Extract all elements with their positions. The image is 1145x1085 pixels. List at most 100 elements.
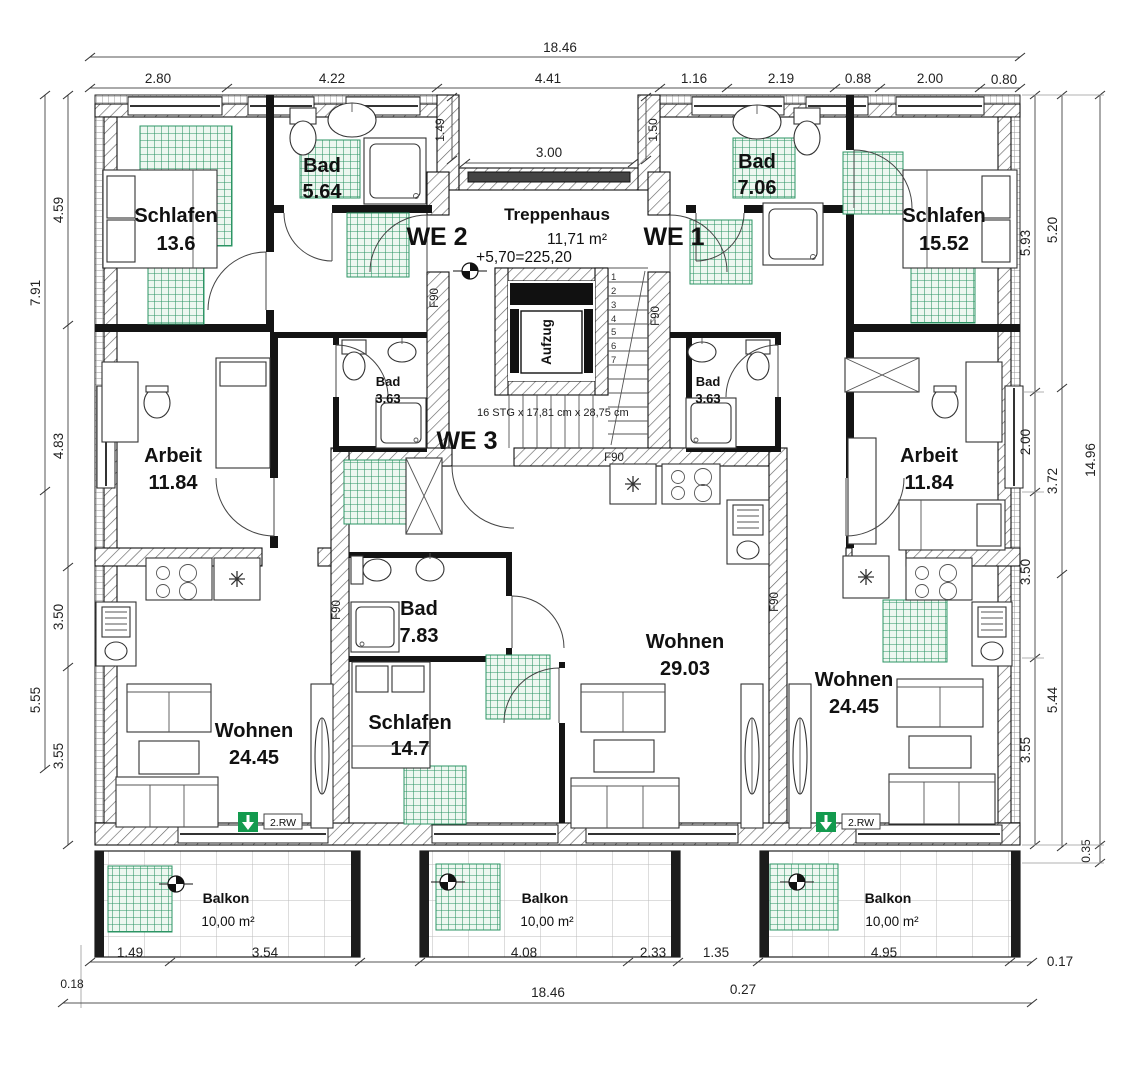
dim-entry-width: 3.00 <box>536 145 562 160</box>
room-label-schlafen-we2: Schlafen <box>134 205 217 227</box>
bath-we2-big <box>289 102 427 205</box>
bed-schlafen-we2 <box>102 169 218 269</box>
dim-top-seg: 2.00 <box>917 71 943 86</box>
dim-bottom-seg: 0.17 <box>1047 954 1073 969</box>
bath-we1-small <box>685 338 771 449</box>
wardrobe-we3 <box>405 457 443 535</box>
room-area-balkon-right: 10,00 m² <box>865 914 919 929</box>
level-treppenhaus: +5,70=225,20 <box>476 249 572 266</box>
dim-right-mid: 3.72 <box>1045 468 1060 494</box>
sofa-group-wohnen-we1 <box>888 678 996 825</box>
dim-left-inner: 4.83 <box>51 433 66 459</box>
room-area-wohnen-we1: 24.45 <box>829 696 879 718</box>
sofa-group-wohnen-we2 <box>115 683 219 828</box>
room-label-bad-klein-we1: Bad <box>696 374 721 389</box>
fire-rating-label: F90 <box>769 592 781 612</box>
dim-bottom-seg: 4.95 <box>871 945 897 960</box>
kitchen-we2 <box>95 557 261 667</box>
room-area-wohnen-we2: 24.45 <box>229 747 279 769</box>
rugs <box>107 125 976 933</box>
dim-top-total: 18.46 <box>543 40 577 55</box>
room-label-wohnen-we2: Wohnen <box>215 720 294 742</box>
room-area-arbeit-we2: 11.84 <box>149 472 199 494</box>
entry-door-band <box>467 171 631 183</box>
fire-rating-label: F90 <box>429 288 441 308</box>
stair-cut-line <box>610 270 646 446</box>
dim-right-total: 14.96 <box>1083 443 1098 477</box>
shelf-wohnen-we1 <box>788 683 812 829</box>
dim-top-seg: 2.80 <box>145 71 171 86</box>
room-label-bad-klein-we2: Bad <box>376 374 401 389</box>
room-label-bad-we3: Bad <box>400 598 438 620</box>
dim-left-outer: 7.91 <box>28 280 43 306</box>
unit-label-we1: WE 1 <box>643 223 704 251</box>
room-label-balkon-left: Balkon <box>203 890 250 906</box>
dim-top-seg: 4.41 <box>535 71 561 86</box>
room-label-treppenhaus: Treppenhaus <box>504 205 610 224</box>
bath-we3 <box>350 553 445 653</box>
dim-top-seg: 0.80 <box>991 72 1017 87</box>
dim-right-inner: 2.00 <box>1018 429 1033 455</box>
sofa-group-wohnen-we3 <box>570 683 680 829</box>
room-label-arbeit-we1: Arbeit <box>900 445 958 467</box>
unit-label-we3: WE 3 <box>436 427 497 455</box>
room-label-bad-we2: Bad <box>303 155 341 177</box>
room-area-wohnen-we3: 29.03 <box>660 658 710 680</box>
door-swings <box>207 149 913 724</box>
room-area-bad-we1: 7.06 <box>738 177 777 199</box>
bed-arbeit-we2 <box>215 357 271 469</box>
room-area-schlafen-we1: 15.52 <box>919 233 969 255</box>
dim-left-inner: 3.55 <box>51 743 66 769</box>
kitchen-we3 <box>609 463 770 565</box>
dim-offset-mid: 0.27 <box>730 982 756 997</box>
room-area-balkon-left: 10,00 m² <box>201 914 255 929</box>
shelf-wohnen-we2 <box>310 683 334 829</box>
room-area-arbeit-we1: 11.84 <box>905 472 955 494</box>
room-area-schlafen-we3: 14.7 <box>391 738 430 760</box>
escape-arrow-icon <box>814 810 838 834</box>
wardrobe-arbeit-we1 <box>844 357 920 393</box>
shelf-wohnen-we3 <box>740 683 764 829</box>
escape-arrow-icon <box>236 810 260 834</box>
stair-steps <box>608 267 648 435</box>
dimension-lines: 18.46 2.80 4.22 4.41 1.16 2.19 0.88 2.00… <box>28 40 1106 1008</box>
bath-fixtures <box>289 102 824 653</box>
dim-top-seg: 1.16 <box>681 71 707 86</box>
interior-walls <box>94 95 1021 824</box>
room-label-balkon-right: Balkon <box>865 890 912 906</box>
dim-offset-left: 0.18 <box>60 977 84 991</box>
step-number: 5 <box>611 327 616 338</box>
dim-bottom-seg: 3.54 <box>252 945 279 960</box>
dim-bottom-total: 18.46 <box>531 985 565 1000</box>
dim-left-outer: 5.55 <box>28 687 43 713</box>
dim-right-inner: 5.93 <box>1018 230 1033 256</box>
dim-right-inner: 3.55 <box>1018 737 1033 763</box>
dim-right-mid: 5.20 <box>1045 217 1060 243</box>
desk-arbeit-we2 <box>101 361 171 443</box>
dim-bottom-seg: 4.08 <box>511 945 537 960</box>
dim-entry-right: 1.50 <box>646 118 660 142</box>
dim-entry-left: 1.49 <box>433 118 447 142</box>
elevator: Aufzug <box>508 281 595 381</box>
room-label-schlafen-we3: Schlafen <box>368 712 451 734</box>
kitchen-we1 <box>842 555 1013 667</box>
room-area-bad-klein-we1: 3.63 <box>695 391 720 406</box>
step-number: 4 <box>611 314 616 325</box>
dim-right-bottom: 0.35 <box>1079 839 1093 863</box>
dim-top-seg: 4.22 <box>319 71 345 86</box>
bed-arbeit-we1 <box>898 499 1006 551</box>
fire-rating-label: F90 <box>604 452 624 464</box>
kitchen-fixtures <box>95 463 1013 667</box>
room-labels: Schlafen 13.6 Bad 5.64 WE 2 Treppenhaus … <box>134 151 985 929</box>
room-label-bad-we1: Bad <box>738 151 776 173</box>
dim-bottom-seg: 2.33 <box>640 945 666 960</box>
room-area-schlafen-we2: 13.6 <box>157 233 196 255</box>
dim-top-seg: 0.88 <box>845 71 871 86</box>
step-number: 7 <box>611 355 616 366</box>
unit-label-we2: WE 2 <box>406 223 467 251</box>
desk-arbeit-we1 <box>931 361 1003 443</box>
sofa-arbeit-we1 <box>847 437 877 545</box>
dim-left-inner: 3.50 <box>51 604 66 630</box>
step-number: 2 <box>611 286 616 297</box>
